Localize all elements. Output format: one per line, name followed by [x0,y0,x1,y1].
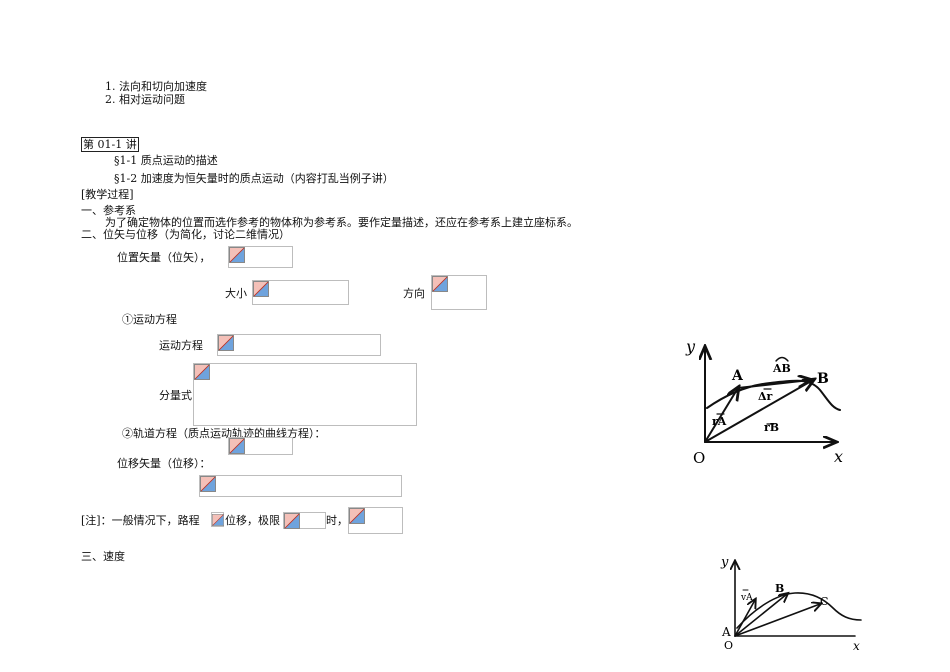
component-form-formula [193,363,417,426]
note-result-formula [348,507,403,534]
lecture-tag: 第 01-1 讲 [81,137,139,152]
broken-image-icon [229,247,245,263]
fig2-y-label: y [720,555,729,570]
fig1-dr-label: Δr [758,390,773,403]
motion-equation-formula [217,334,381,356]
outline-item-1: 1. 法向和切向加速度 [105,80,207,93]
note-text-a: [注]：一般情况下，路程 [81,514,200,527]
broken-image-icon [229,438,245,454]
trajectory-equation-label: ②轨道方程（质点运动轨迹的曲线方程）： [122,427,326,440]
displacement-formula [199,475,402,497]
teaching-process-header: [教学过程] [81,188,134,201]
component-form-label: 分量式 [159,389,192,402]
note-limit-formula [283,512,326,529]
motion-equation-label: 运动方程 [159,339,203,352]
position-vector-label: 位置矢量（位矢）， [117,251,211,264]
velocity-diagram: y A O x B C vA [720,555,862,653]
broken-image-icon [194,364,210,380]
broken-image-icon [349,508,365,524]
broken-image-icon [200,476,216,492]
fig2-point-b: B [775,582,784,595]
heading-reference-frame: 一、参考系 [81,204,136,217]
displacement-diagram: y x O A B AB rA Δr rB [685,337,843,465]
note-text-b: 位移，极限 [225,514,280,527]
note-text-c: 时， [326,514,348,527]
fig1-x-label: x [834,447,843,465]
motion-equation-heading: ①运动方程 [122,313,177,326]
fig2-va-label: vA [740,593,753,603]
fig1-point-a: A [731,368,744,384]
fig1-y-label: y [685,337,696,356]
fig2-point-a: A [721,625,731,639]
fig1-arc-label: AB [772,362,791,375]
fig1-point-b: B [817,371,829,387]
fig2-x-label: x [853,639,860,653]
fig1-origin-label: O [693,449,705,465]
broken-image-icon [212,514,224,526]
trajectory-equation-formula [228,437,293,455]
outline-item-2: 2. 相对运动问题 [105,93,185,106]
displacement-label: 位移矢量（位移）： [117,457,211,470]
broken-image-icon [432,276,448,292]
broken-image-icon [218,335,234,351]
direction-label: 方向 [403,287,425,300]
fig1-rb-label: rB [764,421,779,434]
direction-formula [431,275,487,310]
fig1-ra-label: rA [712,415,727,428]
section-1-2: §1-2 加速度为恒矢量时的质点运动（内容打乱当例子讲） [114,172,394,185]
fig2-origin-label: O [724,639,733,652]
section-1-1: §1-1 质点运动的描述 [114,154,218,167]
position-vector-formula [228,246,293,268]
broken-image-icon [284,513,300,529]
magnitude-label: 大小 [225,287,247,300]
heading-velocity: 三、速度 [81,550,125,563]
note-symbol-1 [211,512,224,527]
fig2-point-c: C [820,595,828,608]
broken-image-icon [253,281,269,297]
heading-position-displacement: 二、位矢与位移（为简化，讨论二维情况） [81,228,290,241]
reference-frame-paragraph: 为了确定物体的位置而选作参考的物体称为参考系。要作定量描述，还应在参考系上建立座… [105,216,578,229]
magnitude-formula [252,280,349,305]
